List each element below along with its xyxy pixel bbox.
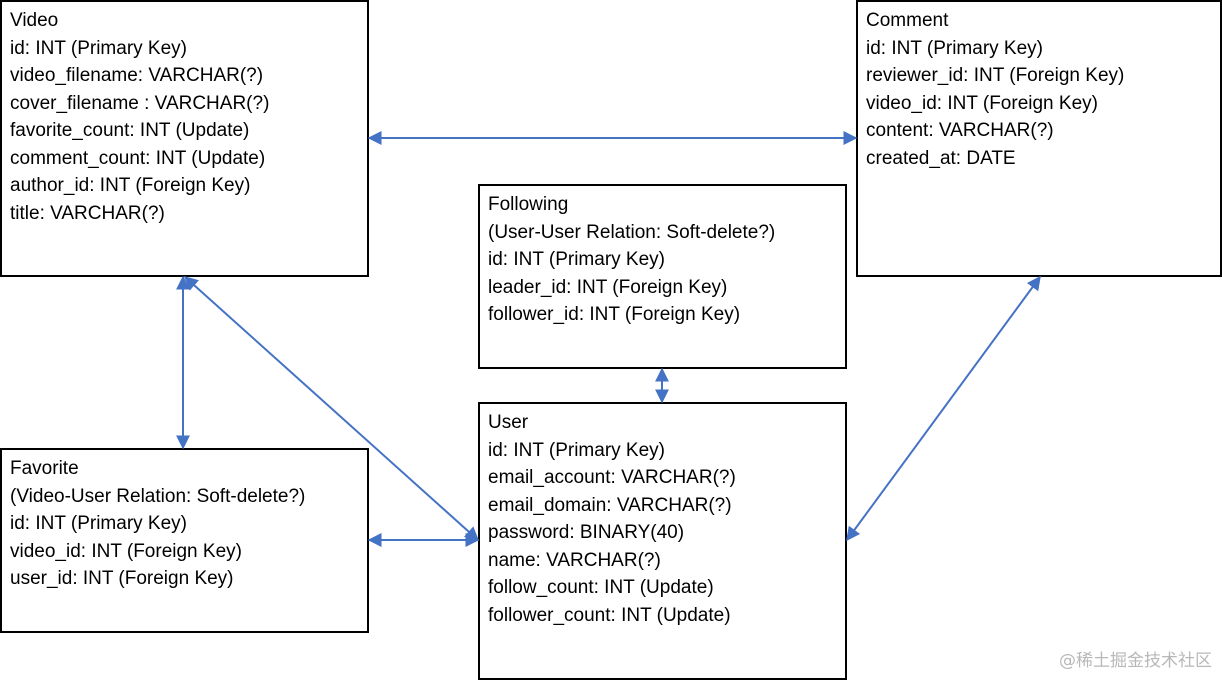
- field: video_id: INT (Foreign Key): [10, 540, 242, 562]
- field: cover_filename : VARCHAR(?): [10, 92, 270, 114]
- field: id: INT (Primary Key): [488, 249, 666, 270]
- field: created_at: DATE: [866, 147, 1016, 169]
- field: email_account: VARCHAR(?): [488, 467, 736, 488]
- field: favorite_count: INT (Update): [10, 120, 250, 141]
- field: password: BINARY(40): [488, 522, 685, 543]
- connector-video-user: [183, 276, 480, 541]
- field: follower_id: INT (Foreign Key): [488, 304, 741, 325]
- watermark: @稀土掘金技术社区: [1059, 651, 1212, 671]
- entity-title: User: [488, 412, 529, 433]
- field: id: INT (Primary Key): [488, 439, 666, 461]
- field: video_filename: VARCHAR(?): [10, 65, 264, 86]
- field: email_domain: VARCHAR(?): [488, 494, 732, 516]
- field: title: VARCHAR(?): [10, 202, 165, 224]
- field: comment_count: INT (Update): [10, 147, 266, 169]
- field: id: INT (Primary Key): [10, 37, 188, 59]
- field: video_id: INT (Foreign Key): [866, 92, 1098, 114]
- entity-video: Video id: INT (Primary Key) video_filena…: [0, 0, 369, 277]
- field: user_id: INT (Foreign Key): [10, 568, 234, 589]
- entity-title: Video: [10, 10, 59, 31]
- entity-following: Following (User-User Relation: Soft-dele…: [478, 184, 847, 369]
- entity-subtitle: (User-User Relation: Soft-delete?): [488, 221, 776, 243]
- field: name: VARCHAR(?): [488, 549, 661, 571]
- field: reviewer_id: INT (Foreign Key): [866, 65, 1125, 86]
- entity-user: User id: INT (Primary Key) email_account…: [478, 402, 847, 680]
- entity-title: Favorite: [10, 458, 79, 479]
- entity-title: Following: [488, 194, 569, 215]
- field: id: INT (Primary Key): [10, 513, 188, 534]
- field: author_id: INT (Foreign Key): [10, 175, 251, 196]
- field: content: VARCHAR(?): [866, 120, 1054, 141]
- field: follow_count: INT (Update): [488, 577, 714, 598]
- entity-comment: Comment id: INT (Primary Key) reviewer_i…: [856, 0, 1222, 277]
- entity-title: Comment: [866, 10, 949, 31]
- field: leader_id: INT (Foreign Key): [488, 276, 728, 298]
- field: id: INT (Primary Key): [866, 37, 1044, 59]
- field: follower_count: INT (Update): [488, 604, 731, 626]
- connector-comment-user: [846, 275, 1041, 542]
